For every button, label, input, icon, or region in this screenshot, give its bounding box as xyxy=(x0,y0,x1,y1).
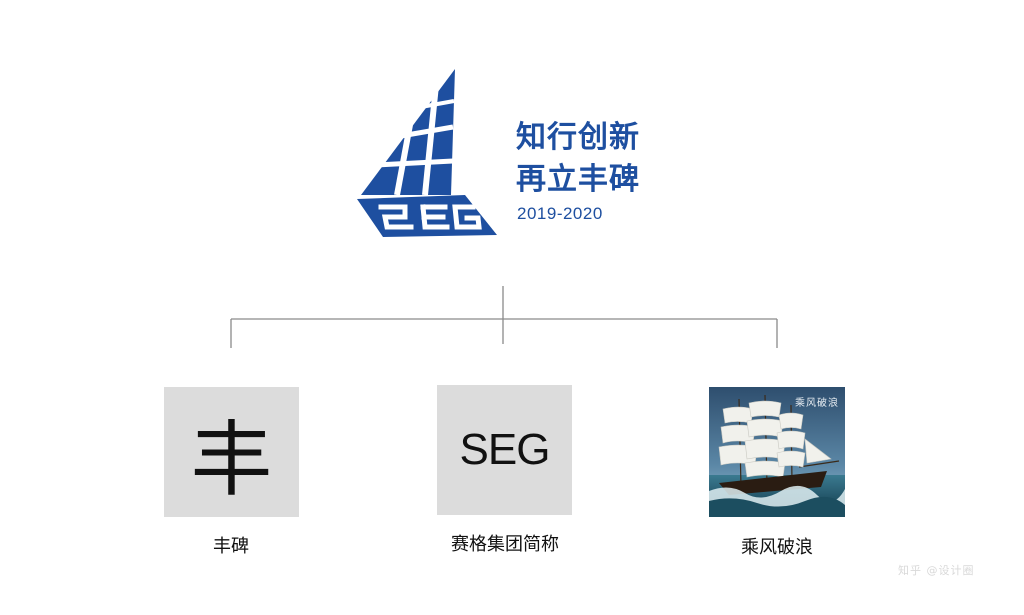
slogan-line-1: 知行创新 xyxy=(516,120,640,155)
seg-caption: 赛格集团简称 xyxy=(451,534,559,555)
seg-tile: SEG xyxy=(437,385,572,515)
seg-text: SEG xyxy=(459,425,551,474)
feng-caption: 丰碑 xyxy=(213,536,249,557)
slogan-years: 2019-2020 xyxy=(517,204,603,223)
watermark: 知乎 @设计圈 xyxy=(898,564,975,577)
sailing-ship-icon xyxy=(709,387,845,517)
ship-caption: 乘风破浪 xyxy=(741,537,813,558)
feng-glyph: 丰 xyxy=(190,412,273,508)
ship-overlay-text: 乘风破浪 xyxy=(795,398,839,409)
sailing-ship-photo: 乘风破浪 xyxy=(709,387,845,517)
slogan-line-2: 再立丰碑 xyxy=(516,162,640,197)
sailboat-logo-icon xyxy=(357,69,497,237)
feng-tile: 丰 xyxy=(164,387,299,517)
